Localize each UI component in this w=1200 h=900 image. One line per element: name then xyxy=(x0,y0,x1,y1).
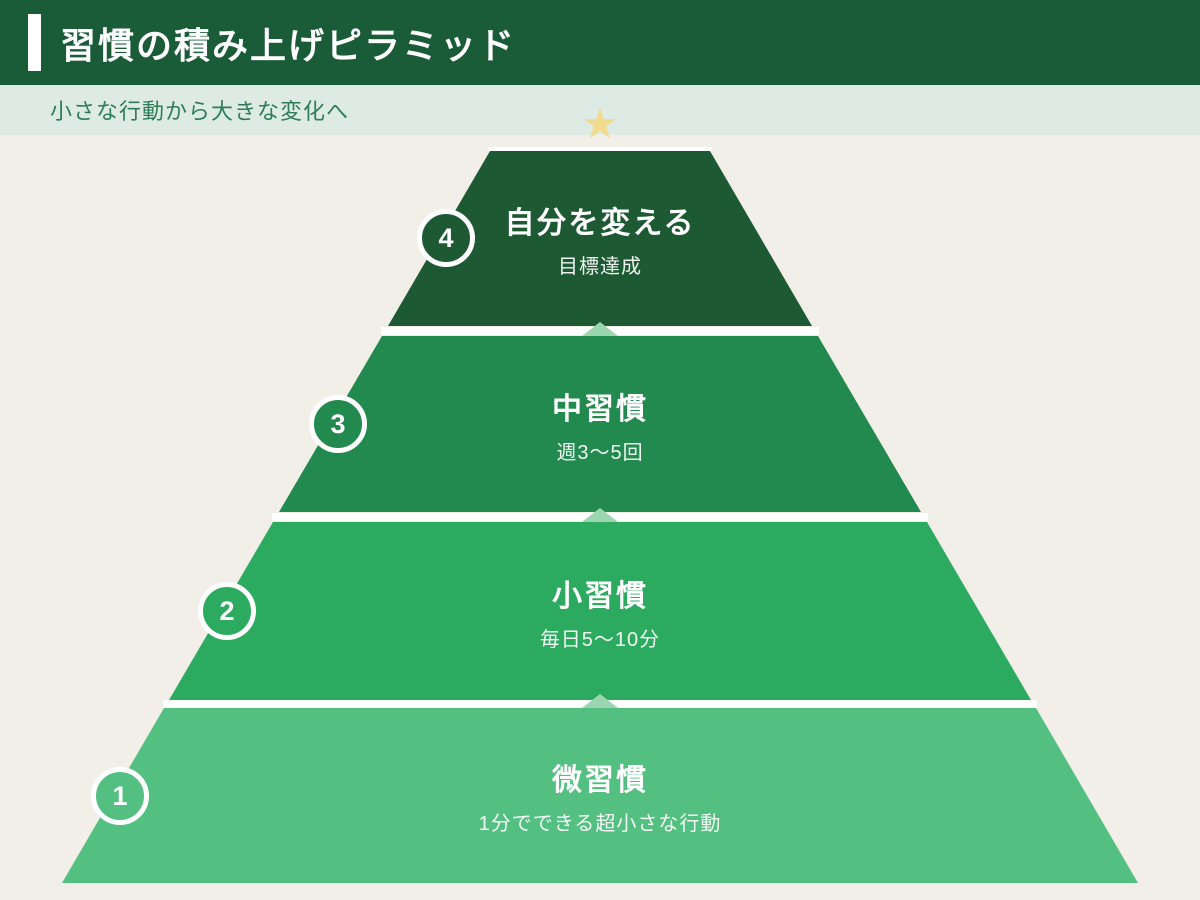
level-3-title: 中習慣 xyxy=(552,392,648,426)
star-icon: ★ xyxy=(581,99,619,148)
separator-line-top xyxy=(488,147,712,151)
level-2-number-badge: 2 xyxy=(198,582,256,640)
level-1-subtitle: 1分でできる超小さな行動 xyxy=(478,813,722,835)
level-2-subtitle: 毎日5〜10分 xyxy=(539,628,661,651)
page-title: 習慣の積み上げピラミッド xyxy=(60,24,517,66)
pyramid-level-1: 微習慣 1分でできる超小さな行動 xyxy=(62,708,1138,883)
level-2-title: 小習慣 xyxy=(552,579,648,613)
level-1-title: 微習慣 xyxy=(552,764,648,797)
subtitle-text: 小さな行動から大きな変化へ xyxy=(50,99,350,124)
subtitle-bar: 小さな行動から大きな変化へ xyxy=(0,85,1200,135)
header-bar: 習慣の積み上げピラミッド xyxy=(0,0,1200,85)
pyramid-level-2: 小習慣 毎日5〜10分 xyxy=(169,522,1031,700)
level-4-subtitle: 目標達成 xyxy=(558,256,642,278)
pyramid-level-3: 中習慣 週3〜5回 xyxy=(279,336,921,512)
level-3-number-badge: 3 xyxy=(309,395,367,453)
title-accent-bar xyxy=(28,14,41,71)
level-4-title: 自分を変える xyxy=(504,207,696,240)
level-1-number-badge: 1 xyxy=(91,767,149,825)
level-4-number-badge: 4 xyxy=(417,209,475,267)
level-3-subtitle: 週3〜5回 xyxy=(556,441,644,464)
